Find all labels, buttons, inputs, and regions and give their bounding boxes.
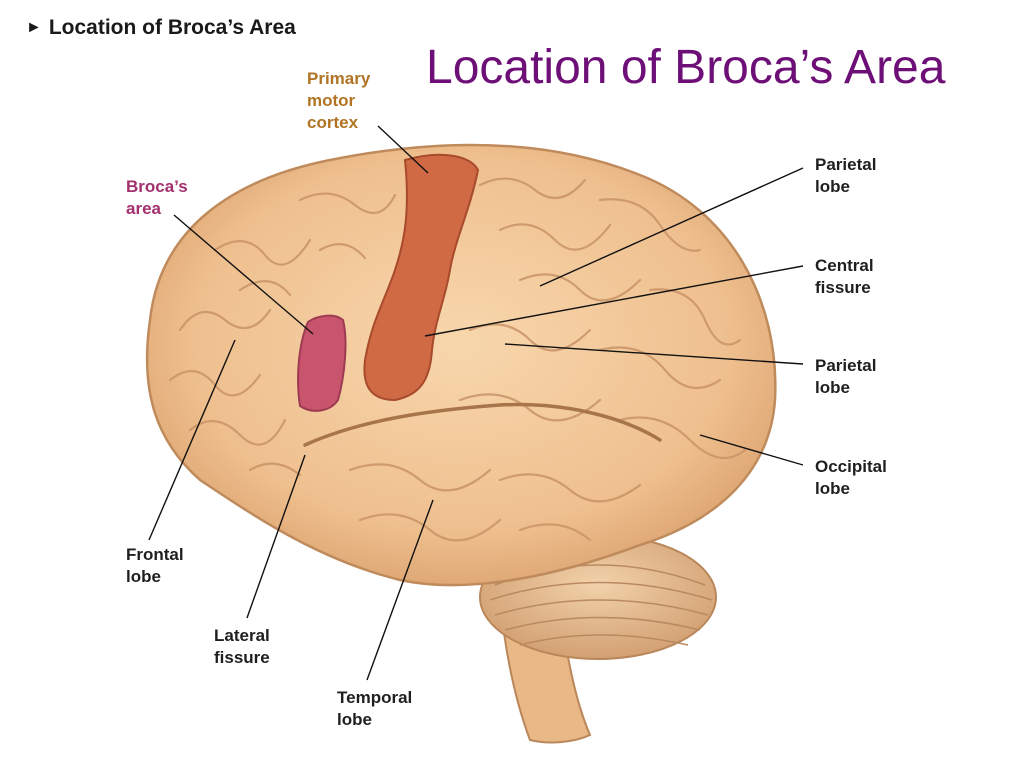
label-parietal-lobe-top: Parietal lobe bbox=[815, 155, 877, 196]
leader-lines bbox=[148, 125, 804, 681]
label-parietal-lobe-mid: Parietal lobe bbox=[815, 356, 877, 397]
label-central-fissure: Central fissure bbox=[815, 256, 874, 297]
label-primary-motor-cortex: Primary motor cortex bbox=[307, 69, 371, 132]
primary-motor-cortex bbox=[363, 153, 480, 402]
label-lateral-fissure: Lateral fissure bbox=[214, 626, 270, 667]
gyri bbox=[168, 177, 747, 542]
label-frontal-lobe: Frontal lobe bbox=[126, 545, 184, 586]
label-temporal-lobe: Temporal lobe bbox=[337, 688, 413, 729]
slide-title: Location of Broca’s Area bbox=[426, 41, 946, 94]
broca-area bbox=[297, 314, 347, 412]
slide-header: ► Location of Broca’s Area bbox=[26, 16, 296, 40]
header-caption: Location of Broca’s Area bbox=[48, 16, 296, 39]
cerebrum bbox=[145, 143, 777, 587]
label-broca-area: Broca’s area bbox=[126, 177, 188, 218]
label-occipital-lobe: Occipital lobe bbox=[815, 457, 887, 498]
triangle-right-icon: ► bbox=[26, 19, 42, 36]
lateral-fissure-line bbox=[303, 402, 662, 447]
